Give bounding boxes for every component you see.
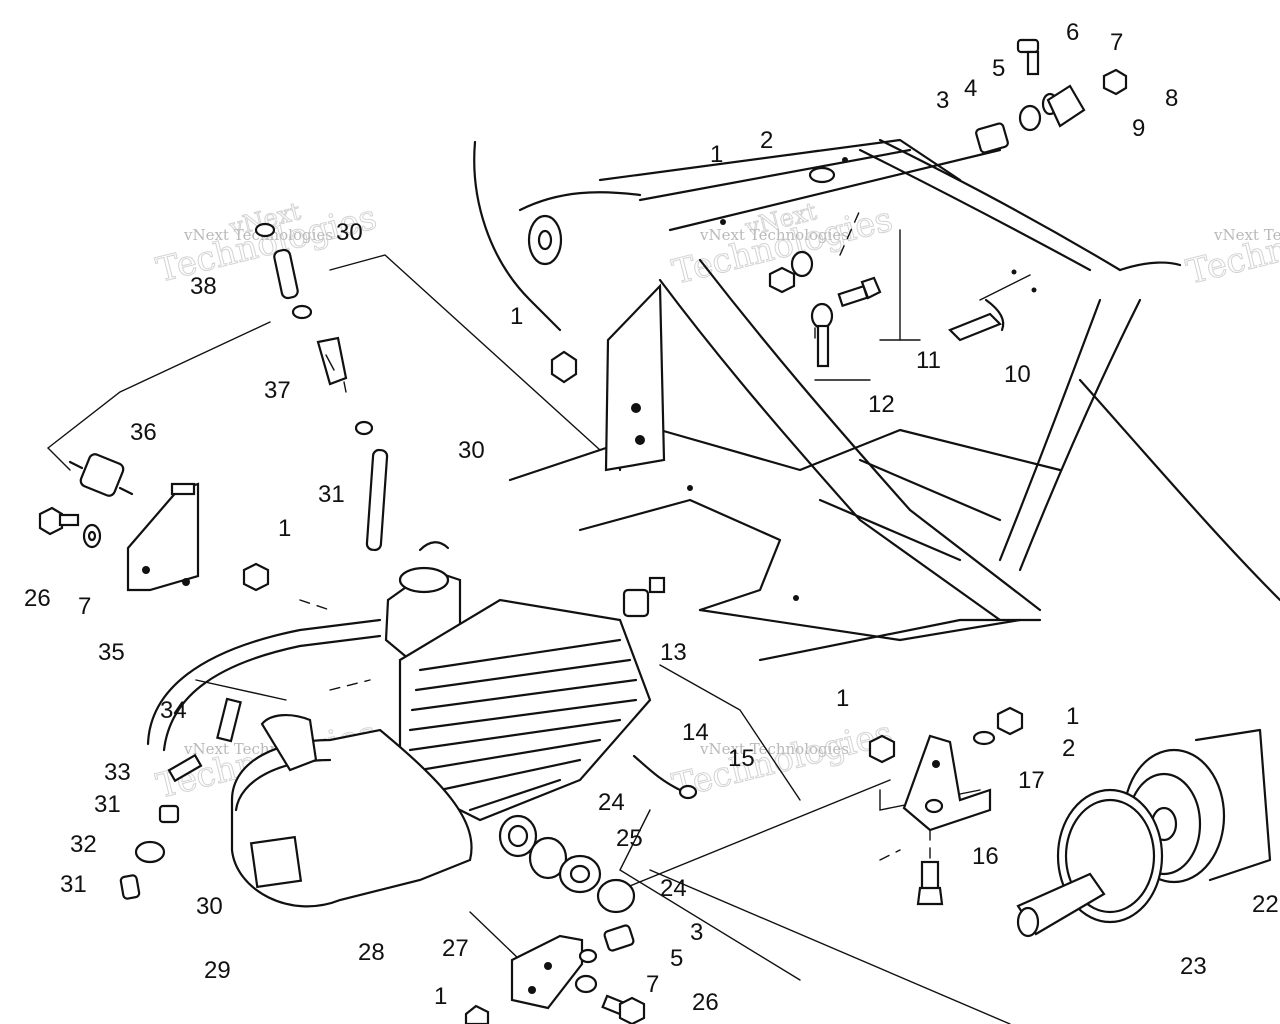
mounting-plate-35	[126, 482, 200, 592]
callout-c1e: 1	[1066, 703, 1079, 730]
nut-1-mid	[868, 734, 896, 764]
callout-c2b: 2	[1062, 735, 1075, 762]
callout-c22: 22	[1252, 891, 1279, 918]
callout-c26b: 26	[692, 989, 719, 1016]
callout-c30a: 30	[336, 219, 363, 246]
nut-washer-mount	[972, 706, 1024, 746]
callout-c14: 14	[682, 719, 709, 746]
callout-c27: 27	[442, 935, 469, 962]
callout-c12: 12	[868, 391, 895, 418]
fuel-hose-38	[254, 222, 313, 320]
vent-hose-34	[146, 618, 382, 752]
callout-c7a: 7	[1110, 29, 1123, 56]
washers-5-7	[574, 948, 598, 994]
nut-1	[242, 562, 270, 592]
callout-c31c: 31	[60, 871, 87, 898]
bearing-25	[558, 854, 602, 894]
callout-c16: 16	[972, 843, 999, 870]
bracket-27	[510, 934, 584, 1010]
callout-c24b: 24	[660, 875, 687, 902]
callout-c32: 32	[70, 831, 97, 858]
callout-c29: 29	[204, 957, 231, 984]
bushing-3	[603, 924, 635, 952]
callout-c30c: 30	[196, 893, 223, 920]
oil-pressure-switch-13	[622, 576, 666, 618]
bolt-16	[916, 860, 944, 906]
pulley-23	[1016, 788, 1164, 938]
callout-c36: 36	[130, 419, 157, 446]
watermark-line: vNext Technologies	[1213, 226, 1280, 244]
callout-c33: 33	[104, 759, 131, 786]
callout-c6: 6	[1066, 19, 1079, 46]
callout-c34: 34	[160, 697, 187, 724]
bolt-26	[38, 506, 80, 536]
callout-c9: 9	[1132, 115, 1145, 142]
engine-mount-17	[902, 734, 992, 832]
callout-c3b: 3	[690, 919, 703, 946]
callout-c25: 25	[616, 825, 643, 852]
callout-c8: 8	[1165, 85, 1178, 112]
clip-24	[596, 878, 636, 914]
nut-1-bottom	[464, 1004, 490, 1024]
callout-c2a: 2	[760, 127, 773, 154]
mount-bushings-top	[975, 38, 1128, 154]
callout-c30b: 30	[458, 437, 485, 464]
bolt-26-bottom	[601, 994, 646, 1024]
callout-c1c: 1	[278, 515, 291, 542]
callout-c3a: 3	[936, 87, 949, 114]
watermark-line: Technologies	[1183, 199, 1280, 292]
wire-14-15	[632, 754, 698, 800]
terminal-12	[810, 302, 834, 368]
fuel-line-31	[354, 420, 389, 552]
callout-c15: 15	[728, 745, 755, 772]
callout-c31a: 31	[318, 481, 345, 508]
callout-c11: 11	[916, 347, 941, 374]
bolt-11	[837, 276, 882, 308]
leader-lines	[47, 149, 1031, 1024]
watermark-line: vNext Technologies	[699, 740, 849, 758]
callout-c31b: 31	[94, 791, 121, 818]
callout-c17: 17	[1018, 767, 1045, 794]
watermark-line: vNext Technologies	[699, 226, 849, 244]
fuel-pump-36	[68, 453, 134, 497]
callout-c35: 35	[98, 639, 125, 666]
callout-c24a: 24	[598, 789, 625, 816]
callout-c1a: 1	[710, 141, 723, 168]
bracket-plate	[604, 283, 666, 472]
label-plate-29	[249, 835, 303, 889]
callout-c1d: 1	[836, 685, 849, 712]
callout-c23: 23	[1180, 953, 1207, 980]
fuel-fittings-31-33	[119, 753, 203, 900]
callout-c26a: 26	[24, 585, 51, 612]
sensor-10	[948, 298, 1005, 342]
callout-c1b: 1	[510, 303, 523, 330]
washer-7	[82, 523, 102, 549]
callout-c10: 10	[1004, 361, 1031, 388]
callout-c13: 13	[660, 639, 687, 666]
callout-c37: 37	[264, 377, 291, 404]
callout-c5b: 5	[670, 945, 683, 972]
callout-c5a: 5	[992, 55, 1005, 82]
nut-1-top	[550, 350, 578, 384]
seal-24	[498, 814, 568, 880]
callout-c7c: 7	[646, 971, 659, 998]
fuel-filter-37	[316, 336, 348, 393]
callout-c28: 28	[358, 939, 385, 966]
callout-c1f: 1	[434, 983, 447, 1010]
nut-washer-2	[768, 250, 814, 294]
chassis-frame	[473, 138, 1280, 662]
callout-c7b: 7	[78, 593, 91, 620]
callout-c4: 4	[964, 75, 977, 102]
callout-c38: 38	[190, 273, 217, 300]
recoil-handle	[260, 714, 318, 772]
